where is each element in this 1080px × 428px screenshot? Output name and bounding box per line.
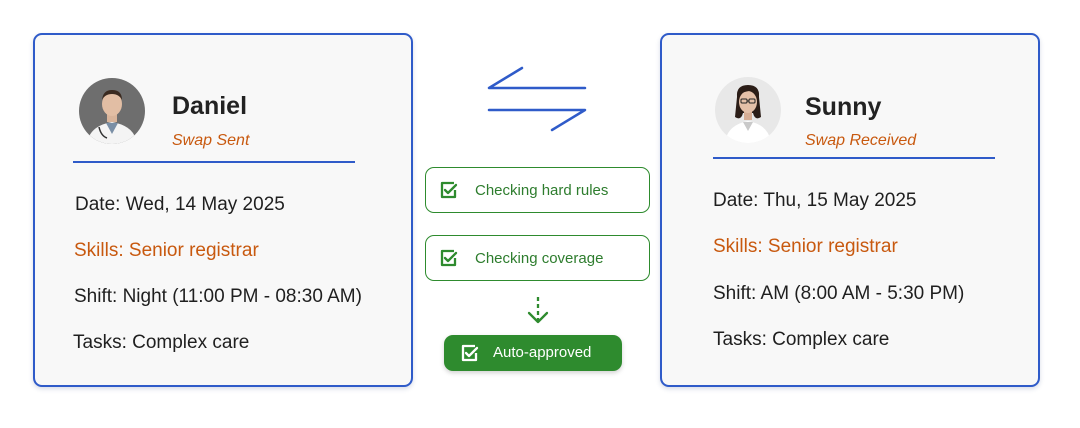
approved-label: Auto-approved [493,344,592,361]
shift-date: Date: Wed, 14 May 2025 [75,194,285,215]
check-coverage: Checking coverage [425,235,650,281]
swap-arrows-icon [484,64,590,139]
check-label: Checking coverage [475,250,604,267]
shift-tasks: Tasks: Complex care [73,332,250,353]
sender-name: Daniel [172,92,248,120]
check-hard-rules: Checking hard rules [425,167,650,213]
divider [713,157,995,159]
dashed-down-arrow-icon [525,296,551,331]
checkbox-checked-icon [439,249,458,273]
swap-status: Swap Received [805,132,917,149]
shift-time: Shift: Night (11:00 PM - 08:30 AM) [74,286,362,307]
shift-tasks: Tasks: Complex care [713,329,890,350]
checkbox-checked-icon [460,344,479,368]
swap-status: Swap Sent [172,132,250,149]
divider [73,161,355,163]
avatar [79,78,145,144]
avatar [715,77,781,143]
shift-time: Shift: AM (8:00 AM - 5:30 PM) [713,283,965,304]
shift-skills: Skills: Senior registrar [74,240,259,261]
auto-approved-badge: Auto-approved [444,335,622,371]
sender-card[interactable]: Daniel Swap Sent Date: Wed, 14 May 2025 … [33,33,413,387]
shift-date: Date: Thu, 15 May 2025 [713,190,917,211]
shift-skills: Skills: Senior registrar [713,236,898,257]
receiver-name: Sunny [805,93,882,121]
check-label: Checking hard rules [475,182,609,199]
receiver-card[interactable]: Sunny Swap Received Date: Thu, 15 May 20… [660,33,1040,387]
checkbox-checked-icon [439,181,458,205]
